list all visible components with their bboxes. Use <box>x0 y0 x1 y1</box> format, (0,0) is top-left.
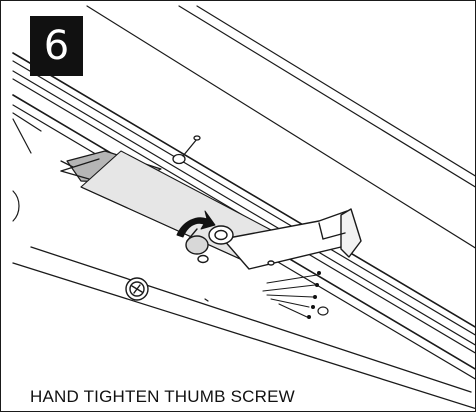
phillips-screw-icon <box>125 277 149 301</box>
mounting-bracket <box>222 208 362 270</box>
rail-pin <box>172 135 201 165</box>
housing-holes <box>204 298 329 316</box>
scale-ticks <box>307 271 321 319</box>
top-rail-lines <box>86 5 476 250</box>
housing-lines <box>12 246 476 410</box>
slot-latch <box>60 158 100 180</box>
left-bracket-lines <box>12 112 42 222</box>
curved-clockwise-arrow-icon <box>176 210 216 238</box>
step-number: 6 <box>43 23 70 69</box>
scale-leader-lines <box>262 274 318 318</box>
thumb-screw-icon <box>185 225 234 264</box>
step-number-badge: 6 <box>30 16 83 76</box>
instruction-caption: HAND TIGHTEN THUMB SCREW <box>30 387 295 406</box>
